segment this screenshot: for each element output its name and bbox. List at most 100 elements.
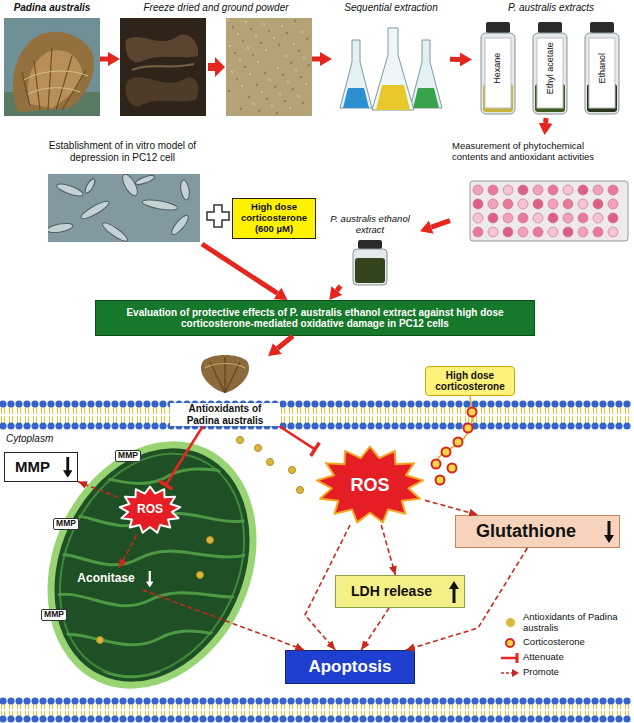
- node-text: Glutathione: [476, 521, 576, 542]
- antioxidant-dots-part: [237, 437, 244, 444]
- phospholipid-bilayer-part: [266, 704, 269, 716]
- assay-panel: Measurement of phytochemical contents an…: [450, 135, 630, 242]
- phospholipid-bilayer-part: [423, 697, 430, 704]
- phospholipid-bilayer-part: [327, 715, 334, 722]
- legend-sample-dash-part: [501, 672, 513, 674]
- phospholipid-bilayer-part: [487, 400, 494, 407]
- phospholipid-bilayer-part: [127, 697, 134, 704]
- mitochondrion-outline-part: [40, 465, 265, 677]
- phospholipid-bilayer-part: [511, 697, 518, 704]
- phospholipid-bilayer-part: [391, 715, 398, 722]
- phospholipid-bilayer-part: [143, 422, 150, 429]
- phospholipid-bilayer-part: [23, 422, 30, 429]
- vial-drawing-part-part: [533, 33, 567, 114]
- dried-seaweed-photo-part: [126, 35, 199, 63]
- node-text: Aconitase: [77, 572, 134, 586]
- phospholipid-bilayer-part: [135, 697, 142, 704]
- phospholipid-bilayer-part: [487, 422, 494, 429]
- flow-arrow: [277, 336, 292, 348]
- phospholipid-bilayer-part: [575, 697, 582, 704]
- phospholipid-bilayer-part: [167, 697, 174, 704]
- marker-box: Glutathione: [455, 515, 620, 548]
- phospholipid-bilayer-part: [599, 697, 606, 704]
- seaweed-photo-part: [24, 71, 88, 94]
- phospholipid-bilayer-part: [287, 715, 294, 722]
- legend-sample: [500, 652, 520, 664]
- phospholipid-bilayer-part: [111, 400, 118, 407]
- phospholipid-bilayer-part: [447, 697, 454, 704]
- phospholipid-bilayer-part: [87, 715, 94, 722]
- phospholipid-bilayer-part: [23, 715, 30, 722]
- phospholipid-bilayer-part: [154, 704, 157, 716]
- phospholipid-bilayer-part: [50, 704, 53, 716]
- phospholipid-bilayer-part: [255, 715, 262, 722]
- well-plate-part: [608, 213, 618, 223]
- phospholipid-bilayer-part: [87, 697, 94, 704]
- legend-sample: [500, 667, 520, 679]
- powder-photo-part: [271, 105, 273, 107]
- powder-photo-part: [239, 59, 241, 61]
- text-slot: MMP: [38, 609, 70, 621]
- phospholipid-bilayer-part: [479, 715, 486, 722]
- well-plate-part: [503, 227, 513, 237]
- flow-arrow: [543, 118, 548, 123]
- trend-arrow-part: [604, 521, 614, 543]
- phospholipid-bilayer-part: [122, 704, 125, 716]
- flask-drawing-part: [410, 40, 442, 108]
- phospholipid-bilayer-part: [594, 407, 597, 423]
- phospholipid-bilayer-part: [79, 697, 86, 704]
- phospholipid-bilayer-part: [79, 400, 86, 407]
- phospholipid-bilayer-part: [367, 422, 374, 429]
- phospholipid-bilayer-part: [39, 400, 46, 407]
- powder-photo-part: [266, 98, 268, 100]
- phospholipid-bilayer-part: [58, 704, 61, 716]
- node-text: Ethyl acetate: [545, 42, 555, 94]
- vial-drawing-part-part: [590, 22, 614, 33]
- well-plate-part: [518, 227, 528, 237]
- mitochondrion-outline: [30, 440, 275, 690]
- vial-drawing-part-part: [585, 33, 619, 114]
- trend-arrow-part: [63, 457, 72, 478]
- corticosterone-path: [432, 396, 477, 485]
- phospholipid-bilayer-part: [271, 715, 278, 722]
- phospholipid-bilayer-part: [586, 407, 589, 423]
- phospholipid-bilayer-part: [7, 400, 14, 407]
- seaweed-photo-part: [13, 32, 94, 112]
- dried-seaweed-photo-part: [126, 77, 199, 106]
- phospholipid-bilayer-part: [359, 400, 366, 407]
- phospholipid-bilayer-part: [306, 407, 309, 423]
- phospholipid-bilayer-part: [354, 704, 357, 716]
- node-text: MMP: [15, 458, 50, 475]
- powder-photo-part: [276, 112, 278, 114]
- phospholipid-bilayer-part: [591, 400, 598, 407]
- phospholipid-bilayer-part: [495, 697, 502, 704]
- powder-photo-part: [278, 44, 280, 46]
- corticosterone-path-part: [432, 460, 441, 469]
- vial-drawing: [481, 22, 619, 114]
- phospholipid-bilayer-part: [287, 697, 294, 704]
- ethanol-vial-part: [358, 240, 382, 249]
- phospholipid-bilayer-part: [335, 715, 342, 722]
- phospholipid-bilayer-part: [375, 400, 382, 407]
- phospholipid-bilayer-part: [450, 407, 453, 423]
- phospholipid-bilayer-part: [15, 422, 22, 429]
- phospholipid-bilayer-part: [530, 704, 533, 716]
- phospholipid-bilayer-part: [303, 697, 310, 704]
- phospholipid-bilayer-part: [63, 422, 70, 429]
- phospholipid-bilayer-part: [439, 715, 446, 722]
- phospholipid-bilayer-part: [575, 422, 582, 429]
- phospholipid-bilayer-part: [554, 407, 557, 423]
- phospholipid-bilayer-part: [378, 704, 381, 716]
- marker-box: LDH release: [335, 575, 465, 608]
- flow-arrow: [431, 221, 450, 228]
- cell-micrograph-part: [100, 220, 129, 242]
- phospholipid-bilayer-part: [551, 422, 558, 429]
- corticosterone-path-part: [464, 424, 473, 433]
- phospholipid-bilayer-part: [215, 697, 222, 704]
- region-label: Cytoplasm: [6, 433, 53, 445]
- phospholipid-bilayer-part: [450, 704, 453, 716]
- powder-photo-part: [236, 78, 238, 80]
- powder-photo-part: [292, 88, 294, 90]
- phospholipid-bilayer-part: [15, 715, 22, 722]
- legend-text: Antioxidants of Padina australis: [523, 612, 632, 634]
